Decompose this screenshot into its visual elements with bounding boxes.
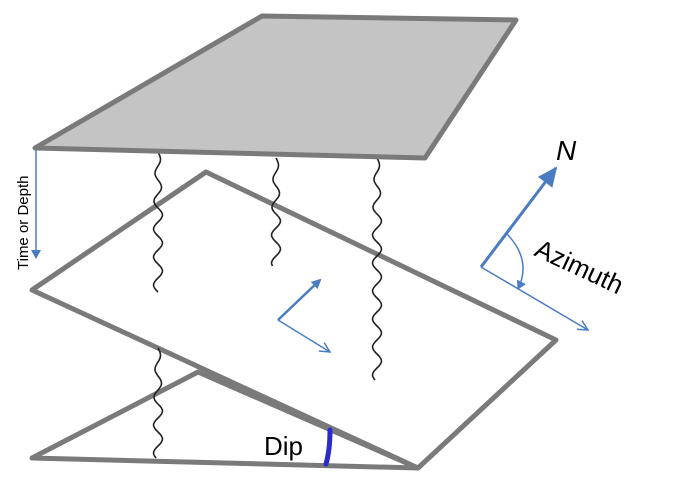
azimuth-label: Azimuth	[530, 233, 628, 300]
top-plane	[32, 13, 519, 161]
well-trace-1-lower	[152, 347, 164, 459]
north-label: N	[556, 135, 577, 166]
dip-vector-up	[277, 278, 322, 321]
dip-vector-right	[277, 319, 330, 352]
well-traces	[152, 151, 383, 459]
dip-arc	[323, 427, 333, 467]
well-trace-1	[152, 151, 164, 293]
dipping-plane	[29, 169, 559, 471]
north-arrow	[479, 166, 558, 268]
well-trace-3	[371, 157, 383, 381]
azimuth-direction-arrow	[480, 266, 588, 330]
azimuth-arc	[506, 233, 526, 290]
dip-label: Dip	[264, 431, 303, 461]
time-or-depth-label: Time or Depth	[15, 176, 32, 270]
well-trace-2	[270, 157, 282, 267]
